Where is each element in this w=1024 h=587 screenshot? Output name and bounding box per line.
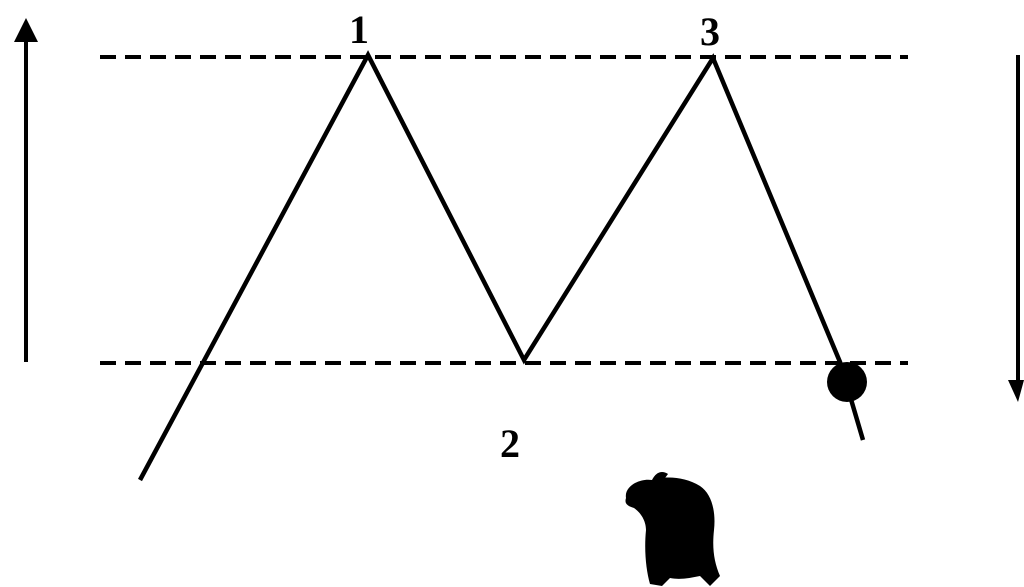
arrow-up-icon [14,18,38,362]
price-path [138,50,866,482]
bull-silhouette-icon [625,472,720,586]
point-label-3: 3 [700,9,720,54]
point-label-2: 2 [500,421,520,466]
breakout-marker-icon [827,362,867,402]
arrow-down-icon [1008,55,1024,402]
point-label-1: 1 [349,7,369,52]
